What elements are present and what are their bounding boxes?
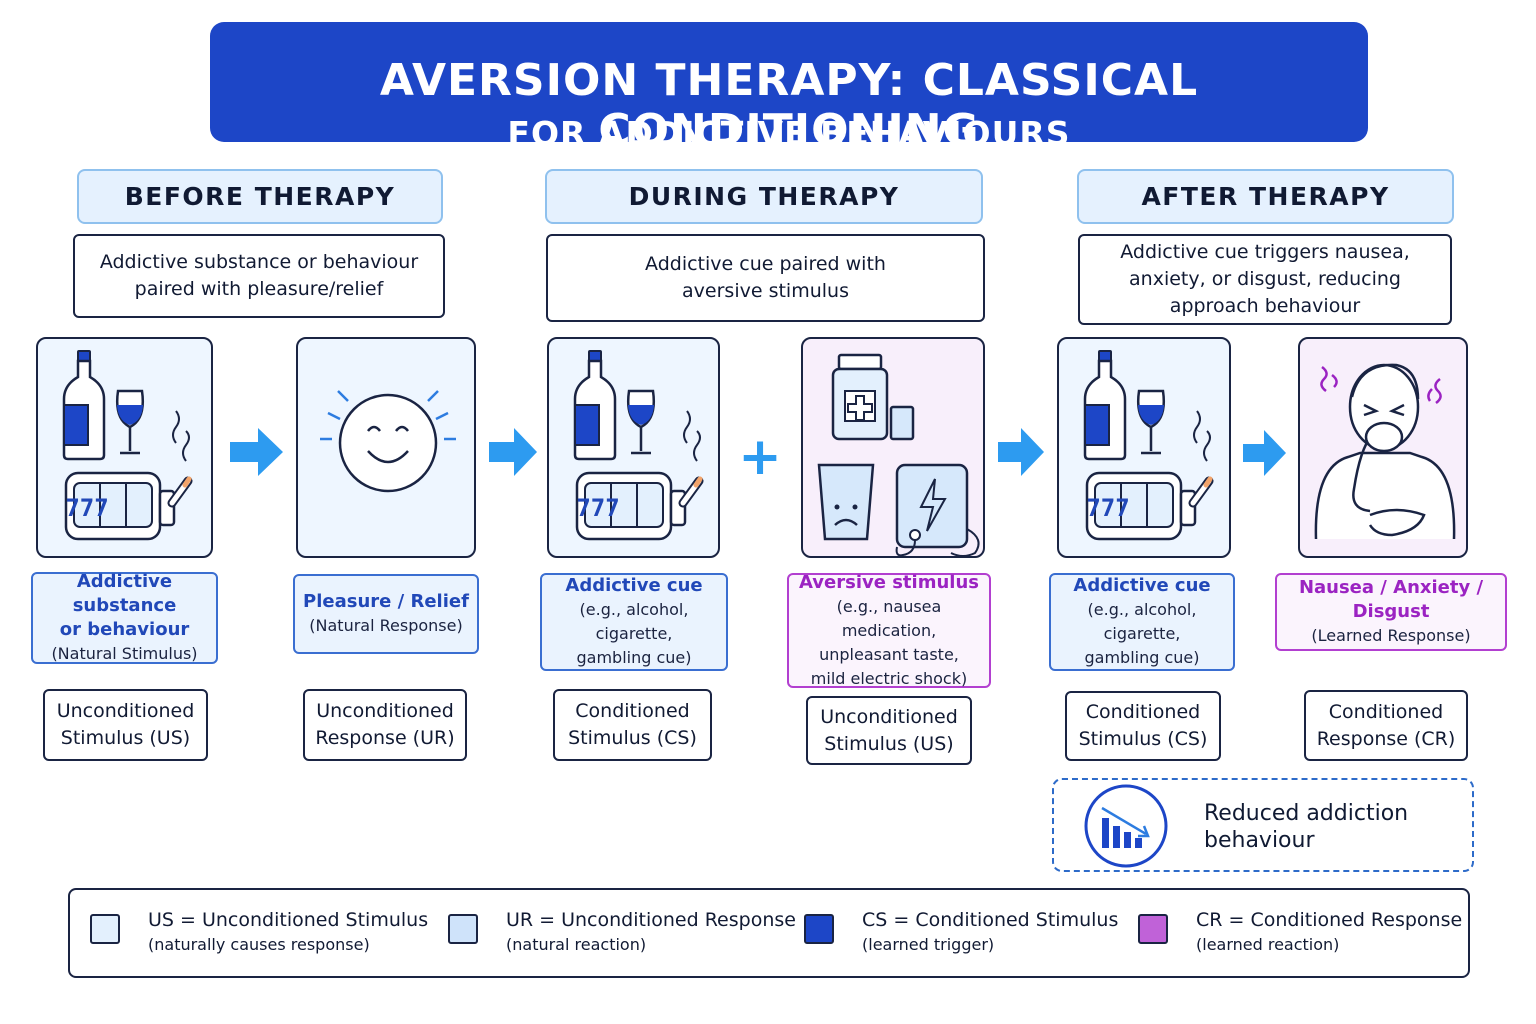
reduced-addiction-box: Reduced addiction behaviour — [1052, 778, 1474, 872]
title-line2: FOR ADDICTIVE BEHAVIOURS — [507, 114, 1071, 153]
reduced-addiction-text: Reduced addiction behaviour — [1204, 801, 1409, 853]
arrow-right-icon — [998, 428, 1044, 476]
phase-description-after: Addictive cue triggers nausea,anxiety, o… — [1078, 234, 1452, 325]
arrow-right-icon — [489, 428, 537, 476]
phase-header-before: BEFORE THERAPY — [77, 169, 443, 224]
label-addictive-cue-after: Addictive cue (e.g., alcohol, cigarette,… — [1049, 573, 1235, 671]
title-line1: AVERSION THERAPY: CLASSICAL CONDITIONING — [379, 55, 1199, 156]
label-addictive-cue-during: Addictive cue (e.g., alcohol, cigarette,… — [540, 573, 728, 671]
card-pleasure — [296, 337, 476, 558]
card-nausea-response — [1298, 337, 1468, 558]
title-banner: AVERSION THERAPY: CLASSICAL CONDITIONING… — [210, 22, 1368, 156]
label-natural-stimulus: Addictive substance or behaviour (Natura… — [31, 571, 218, 664]
slot-reel-text: 777 — [576, 494, 619, 522]
nauseous-person-icon — [1314, 363, 1456, 540]
legend-swatch-cr — [1138, 914, 1168, 944]
slot-reel-text: 777 — [1086, 494, 1129, 522]
arrow-right-icon — [1243, 430, 1286, 476]
legend-swatch-cs — [804, 914, 834, 944]
legend-swatch-us — [90, 914, 120, 944]
smiley-face-icon — [320, 390, 456, 493]
label-learned-response: Nausea / Anxiety / Disgust (Learned Resp… — [1275, 573, 1507, 651]
addictive-items-icon: 777 — [38, 339, 215, 560]
phase-header-during: DURING THERAPY — [545, 169, 983, 224]
plus-icon: + — [738, 427, 782, 487]
addictive-cue-icon: 777 — [549, 339, 722, 560]
label-natural-response: Pleasure / Relief (Natural Response) — [293, 574, 479, 654]
declining-bar-chart-icon — [1084, 784, 1168, 868]
aversive-stimulus-icon — [817, 353, 980, 557]
card-addictive-cue-during: 777 — [547, 337, 720, 558]
card-aversive-stimulus — [801, 337, 985, 558]
legend: US = Unconditioned Stimulus (naturally c… — [68, 888, 1470, 978]
label-aversive-stimulus: Aversive stimulus (e.g., nausea medicati… — [787, 572, 991, 688]
slot-reel-text: 777 — [65, 494, 108, 522]
legend-swatch-ur — [448, 914, 478, 944]
card-addictive-cue-after: 777 — [1057, 337, 1231, 558]
card-addictive-substance: 777 — [36, 337, 213, 558]
phase-header-after: AFTER THERAPY — [1077, 169, 1454, 224]
arrow-right-icon — [230, 428, 283, 476]
addictive-cue-icon: 777 — [1059, 339, 1233, 560]
